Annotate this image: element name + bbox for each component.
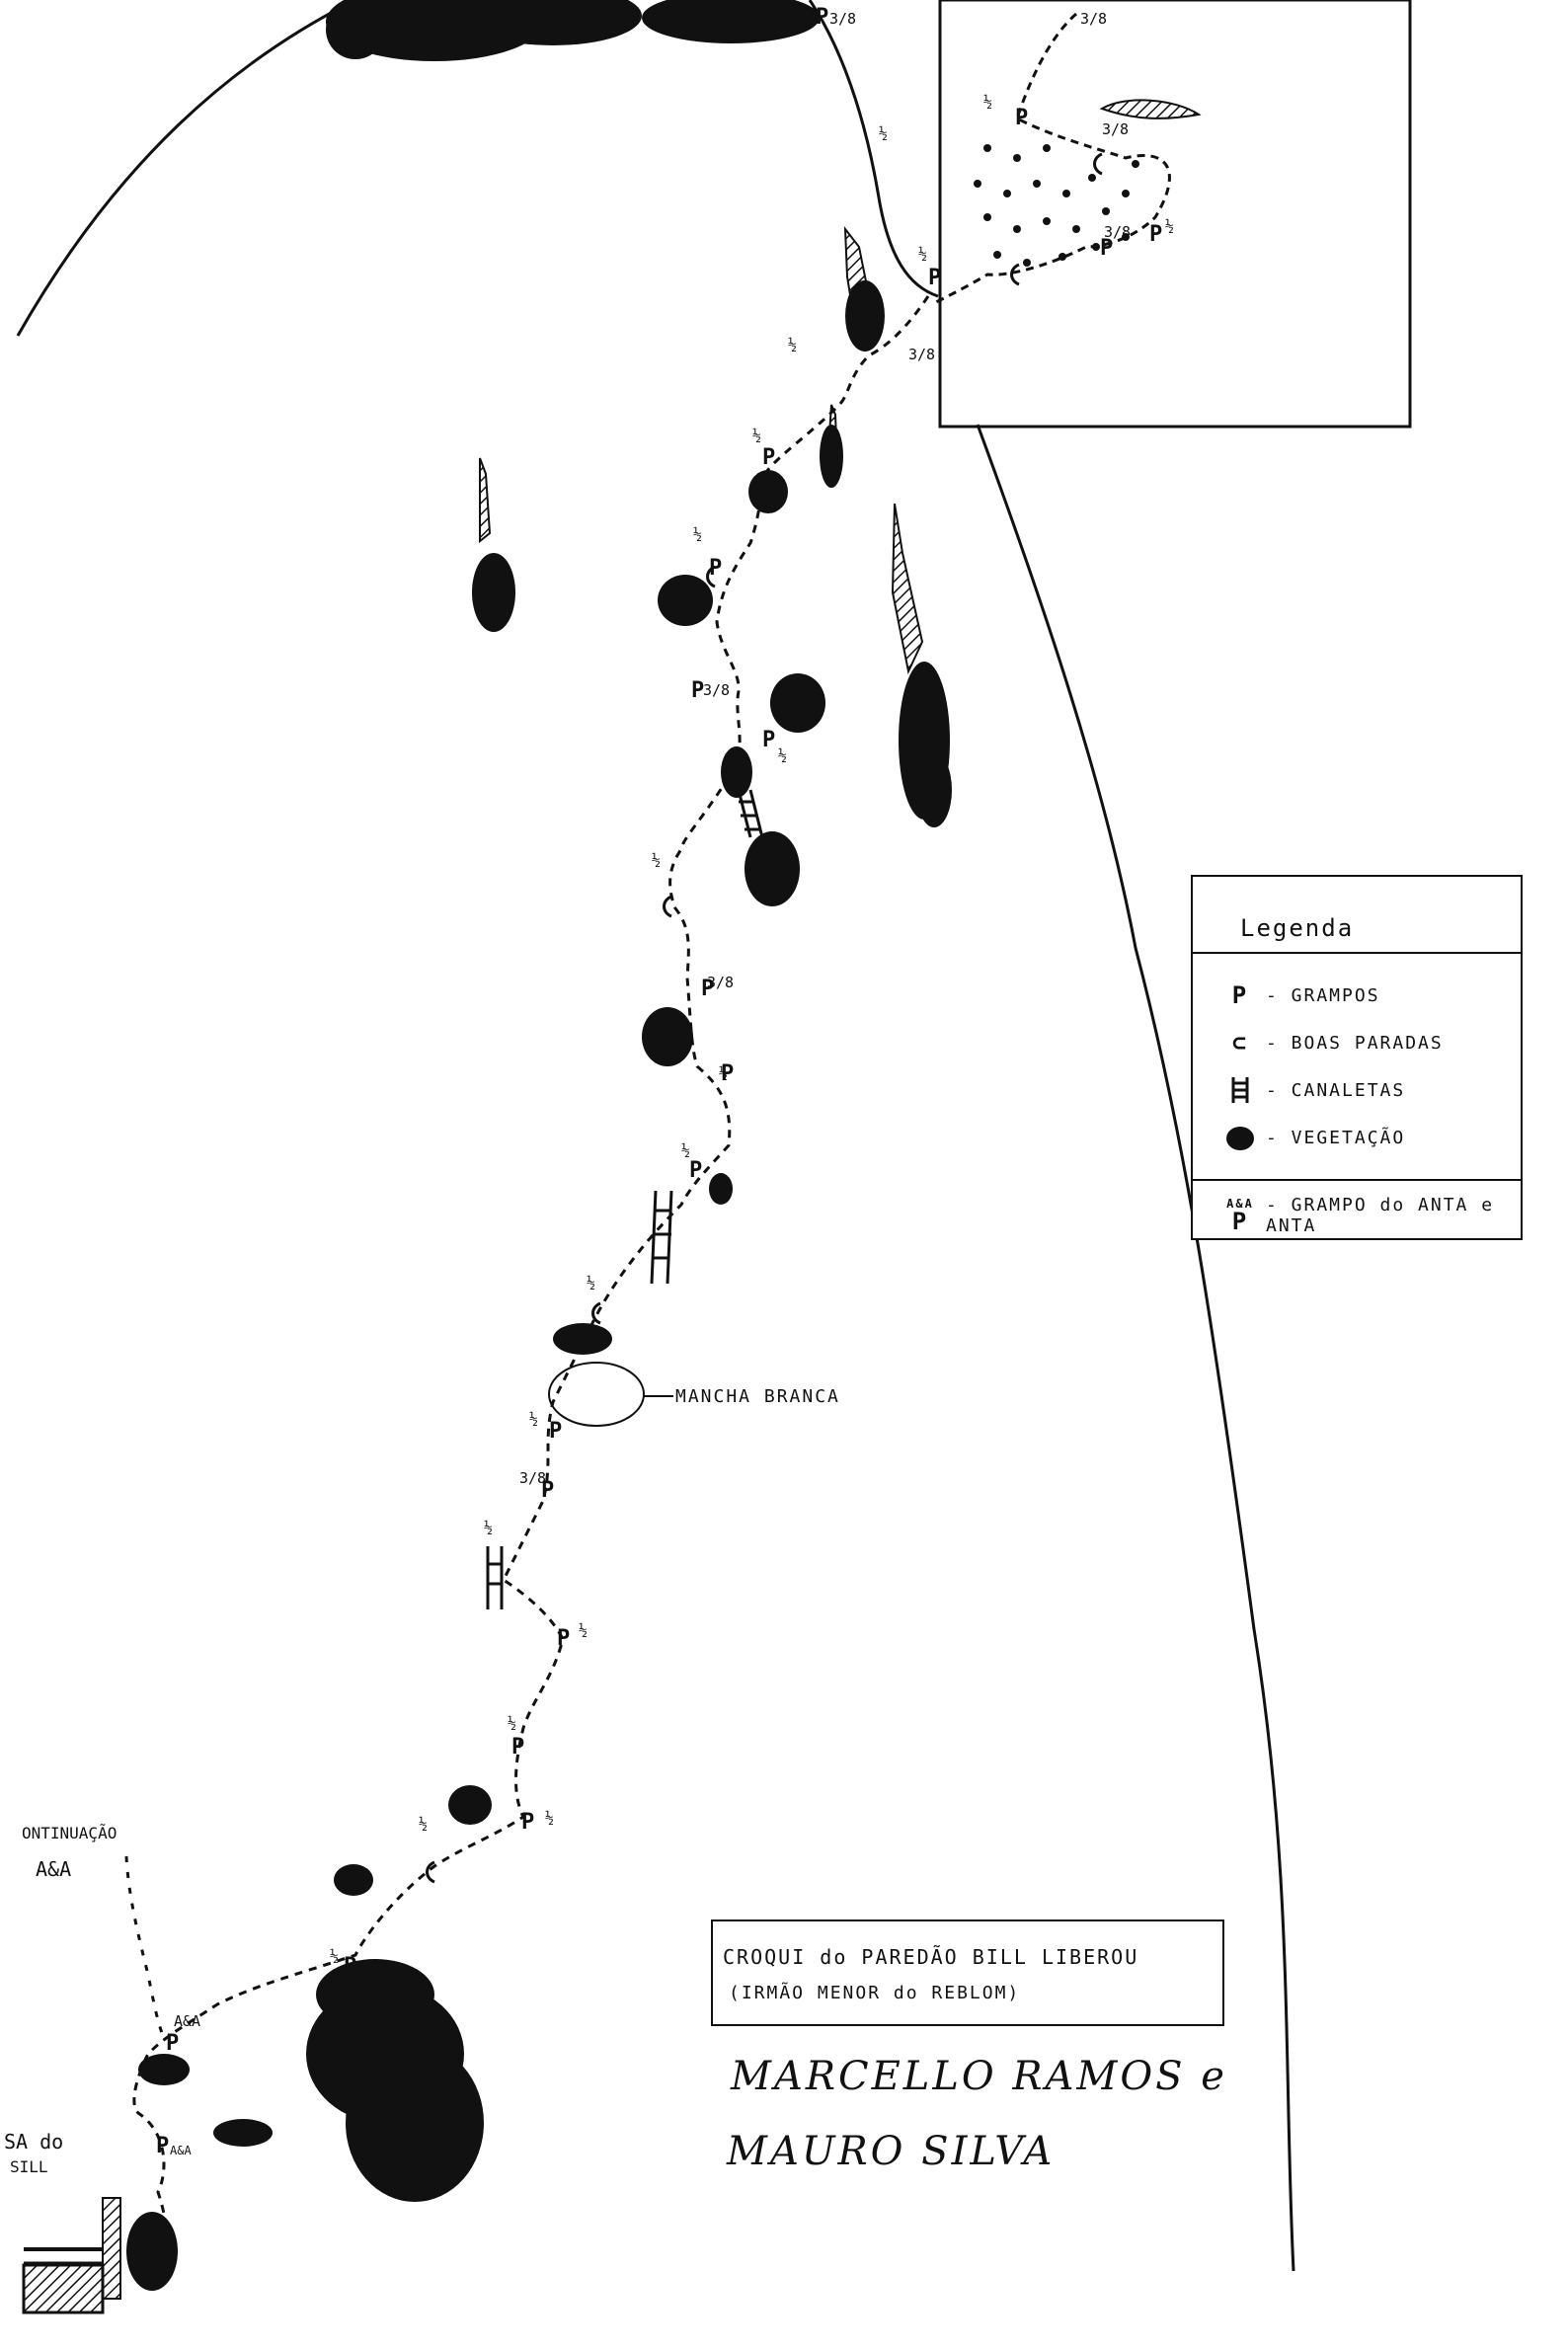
inset-dot-field	[974, 144, 1139, 267]
legend-item-label: - VEGETAÇÃO	[1266, 1127, 1406, 1148]
svg-text:½: ½	[681, 1141, 690, 1159]
belay-station-symbols	[426, 152, 1103, 1884]
svg-text:P: P	[689, 1158, 702, 1183]
svg-text:½: ½	[879, 124, 888, 142]
svg-text:½: ½	[508, 1714, 516, 1732]
continuation-label: ONTINUAÇÃO	[22, 1824, 117, 1842]
continuation-aa-label: A&A	[36, 1857, 71, 1881]
svg-text:½: ½	[693, 525, 702, 543]
wall-outline-upper	[808, 0, 939, 298]
svg-text:3/8: 3/8	[1104, 223, 1131, 241]
mancha-branca-label: MANCHA BRANCA	[675, 1386, 840, 1407]
ladder-icon	[1215, 1075, 1266, 1105]
svg-text:½: ½	[652, 851, 661, 869]
legend-item-vegetacao: - VEGETAÇÃO	[1193, 1114, 1521, 1161]
svg-text:½: ½	[778, 746, 787, 764]
svg-text:P: P	[557, 1626, 570, 1651]
legend-item-label: - GRAMPO do ANTA e ANTA	[1266, 1195, 1495, 1236]
legend-item-canaletas: - CANALETAS	[1193, 1066, 1521, 1114]
svg-text:½: ½	[788, 336, 797, 353]
legend-box: Legenda P - GRAMPOS ⊂ - BOAS PARADAS - C…	[1191, 875, 1523, 1240]
svg-text:P: P	[511, 1735, 524, 1760]
wall-outline-right	[976, 424, 1295, 2272]
svg-text:P: P	[1149, 222, 1162, 247]
belay-station-icon: ⊂	[1231, 1029, 1249, 1057]
canaleta-ladders	[486, 789, 764, 1609]
base-building-icon	[22, 2263, 105, 2314]
bolt-size-labels-half: ½ ½ ½ ½ ½ ½ ½ ½ ½ ½ ½ ½ ½ ½ ½ ½ ½ ½ ½	[330, 93, 1174, 1965]
rock-flakes	[24, 99, 1202, 2300]
legend-item-label: - CANALETAS	[1266, 1079, 1406, 1101]
svg-text:3/8: 3/8	[1102, 120, 1129, 138]
svg-text:½: ½	[719, 1064, 728, 1082]
svg-text:½: ½	[1165, 217, 1174, 235]
aa-bolt-icon: A&A P	[1226, 1197, 1254, 1235]
svg-text:P: P	[816, 5, 828, 30]
svg-text:P: P	[691, 678, 704, 703]
svg-text:3/8: 3/8	[703, 681, 730, 699]
svg-text:½: ½	[529, 1410, 538, 1428]
svg-text:P: P	[762, 728, 775, 752]
inset-route-line	[931, 12, 1171, 306]
svg-text:P: P	[1100, 236, 1113, 261]
svg-text:P: P	[549, 1419, 562, 1444]
legend-item-label: - GRAMPOS	[1266, 984, 1380, 1006]
bush-icon	[1215, 1123, 1266, 1152]
svg-text:P: P	[1015, 106, 1028, 130]
svg-text:½: ½	[545, 1809, 554, 1827]
svg-text:P: P	[156, 2134, 169, 2158]
author-line-1: MARCELLO RAMOS e	[731, 2054, 1227, 2099]
svg-text:½: ½	[983, 93, 992, 111]
svg-text:P: P	[541, 1478, 554, 1503]
svg-text:½: ½	[918, 245, 927, 263]
svg-text:½: ½	[419, 1815, 428, 1833]
credit-title: CROQUI do PAREDÃO BILL LIBEROU	[723, 1945, 1139, 1969]
svg-text:½: ½	[752, 427, 761, 444]
main-route-line	[132, 295, 930, 2272]
svg-text:P: P	[762, 445, 775, 470]
svg-text:3/8: 3/8	[908, 346, 935, 363]
svg-text:½: ½	[587, 1274, 595, 1292]
svg-text:P: P	[166, 2031, 179, 2056]
svg-text:½: ½	[484, 1519, 493, 1536]
bolt-size-labels-three-eighths: 3/8 3/8 3/8 3/8 3/8 3/8 3/8 3/8	[519, 10, 1131, 1487]
svg-text:½: ½	[330, 1947, 339, 1965]
mancha-branca-ellipse	[548, 1362, 645, 1427]
svg-text:3/8: 3/8	[829, 10, 856, 28]
legend-item-grampo-anta: A&A P - GRAMPO do ANTA e ANTA	[1193, 1179, 1521, 1250]
casa-do-bill-label-2: SILL	[10, 2157, 48, 2176]
svg-text:P: P	[721, 1061, 734, 1086]
svg-text:P: P	[521, 1810, 534, 1835]
author-line-2: MAURO SILVA	[727, 2129, 1056, 2174]
detail-inset-box	[938, 0, 1412, 429]
svg-text:½: ½	[579, 1621, 588, 1639]
route-bolts: P P P P P P P P P P P P P P P P P P P P	[156, 5, 1162, 2158]
svg-text:P: P	[709, 556, 722, 581]
legend-item-label: - BOAS PARADAS	[1266, 1032, 1444, 1054]
continuation-route-line	[124, 1855, 166, 2039]
legend-title: Legenda	[1193, 877, 1521, 954]
credit-subtitle: (IRMÃO MENOR do REBLOM)	[729, 1983, 1021, 2003]
vegetation-top-mass	[326, 0, 820, 61]
legend-item-grampos: P - GRAMPOS	[1193, 972, 1521, 1019]
aa-bolt-lower-label: A&A	[170, 2144, 192, 2157]
credit-box: CROQUI do PAREDÃO BILL LIBEROU (IRMÃO ME…	[711, 1919, 1224, 2026]
svg-text:P: P	[701, 977, 714, 1001]
svg-text:3/8: 3/8	[707, 974, 734, 991]
aa-bolt-upper-label: A&A	[174, 2012, 200, 2030]
svg-text:P: P	[344, 1954, 356, 1979]
casa-do-bill-label: SA do	[4, 2130, 63, 2154]
legend-item-boas-paradas: ⊂ - BOAS PARADAS	[1193, 1019, 1521, 1066]
svg-text:3/8: 3/8	[519, 1469, 546, 1487]
svg-text:P: P	[928, 266, 941, 290]
bolt-icon: P	[1231, 981, 1249, 1009]
svg-text:3/8: 3/8	[1080, 10, 1107, 28]
wall-outline-left	[16, 0, 356, 337]
